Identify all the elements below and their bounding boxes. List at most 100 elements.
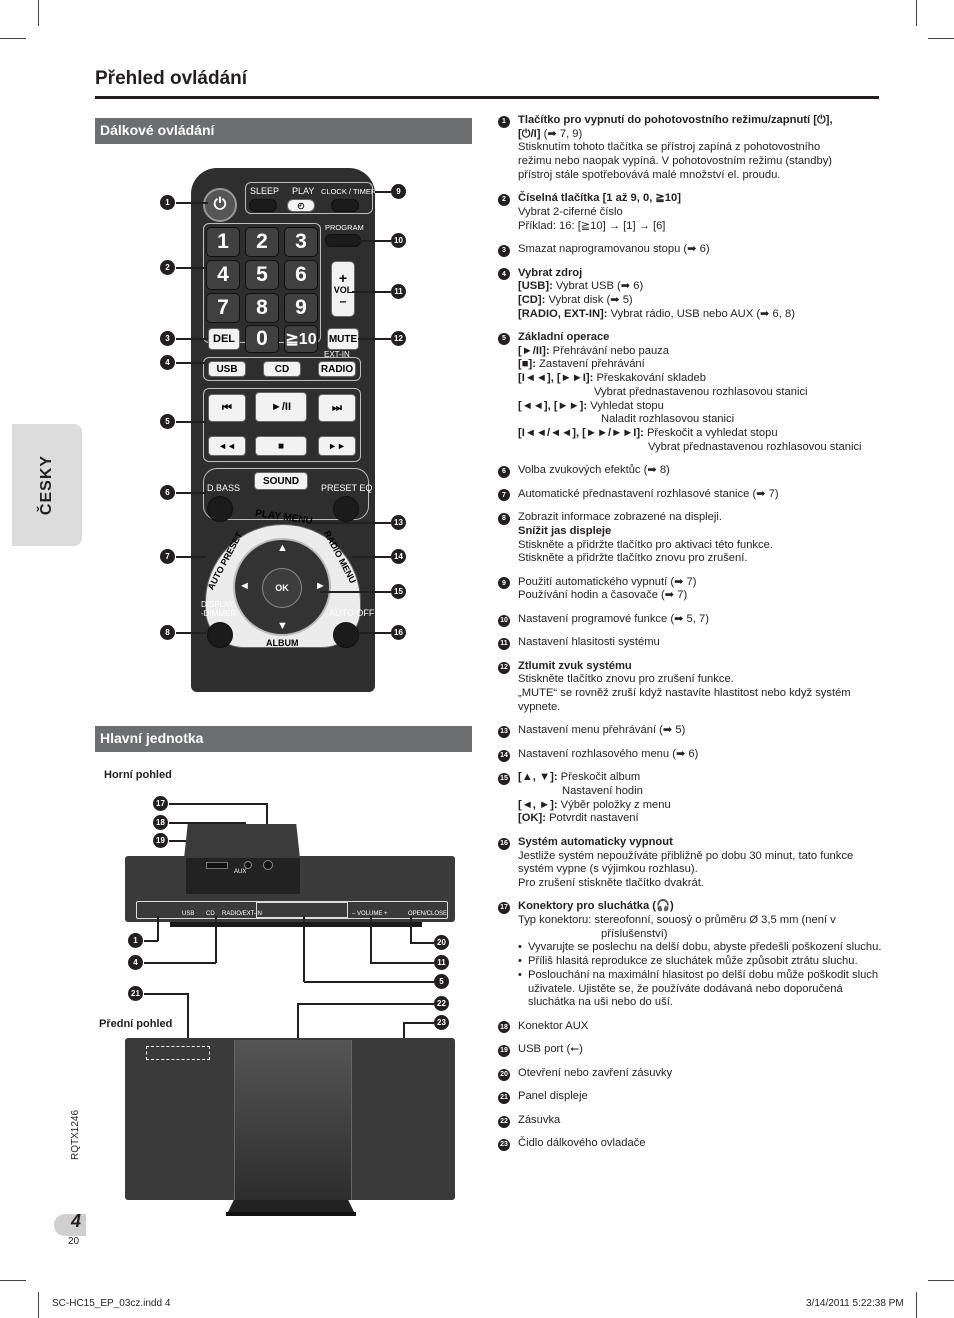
rewind-button[interactable]: ◄◄	[208, 436, 246, 456]
digit-4-button[interactable]: 4	[206, 260, 240, 290]
callout-17: 17	[153, 796, 168, 811]
unit-volume-label: – VOLUME +	[352, 911, 388, 917]
item-line-text: Používání hodin a časovače (➡ 7)	[518, 589, 688, 602]
dbass-button[interactable]	[207, 496, 233, 522]
skip-next-button[interactable]: ⏭	[318, 394, 356, 422]
item-number: 18	[498, 1021, 510, 1034]
stop-button[interactable]: ■	[255, 436, 307, 456]
item-line: Číselná tlačítka [1 až 9, 0, ≧10]	[518, 192, 888, 206]
play-pause-button[interactable]: ►/II	[255, 392, 307, 422]
leader-line	[169, 803, 267, 805]
right-arrow-icon[interactable]: ►	[315, 580, 326, 592]
clock-timer-button[interactable]	[331, 199, 359, 212]
callout-5: 5	[160, 414, 175, 429]
item-line-text: Konektor AUX	[518, 1019, 589, 1032]
program-button[interactable]	[325, 234, 361, 247]
callout-15: 15	[391, 584, 406, 599]
item-line: Zásuvka	[518, 1114, 888, 1128]
item-line-text: Nastavení hodin	[562, 785, 643, 798]
auto-off-button[interactable]	[333, 622, 359, 648]
digit-0-button[interactable]: 0	[245, 325, 279, 353]
item-line-text: Čidlo dálkového ovladače	[518, 1137, 646, 1150]
item-line-bold: [I◄◄], [►►I]:	[518, 372, 594, 385]
leader-line	[404, 1022, 434, 1024]
item-line-bold: Konektory pro sluchátka (🎧)	[518, 900, 674, 913]
leader-line	[403, 1022, 405, 1052]
usb-button[interactable]: USB	[208, 361, 246, 377]
item-number: 12	[498, 661, 510, 674]
item-line-bold: [RADIO, EXT-IN]:	[518, 307, 608, 320]
item-line-bold: [USB]:	[518, 280, 553, 293]
leader-line	[312, 522, 391, 524]
feature-item: 18 Konektor AUX	[498, 1020, 888, 1034]
language-tab: ČESKY	[12, 424, 82, 546]
item-line: Smazat naprogramovanou stopu (➡ 6)	[518, 243, 888, 257]
item-line: [◄, ►]: Výběr položky z menu	[518, 799, 888, 813]
skip-prev-button[interactable]: ⏮	[208, 394, 246, 422]
crop-mark	[0, 1280, 26, 1281]
item-number: 9	[498, 577, 510, 590]
callout-16: 16	[391, 625, 406, 640]
item-line: příslušenství)	[518, 928, 888, 942]
callout-14: 14	[391, 549, 406, 564]
play-label: PLAY	[292, 186, 315, 196]
item-line-text: Nastavení hlasitosti systému	[518, 636, 660, 649]
footer-left: SC-HC15_EP_03cz.indd 4	[52, 1298, 171, 1309]
cd-button[interactable]: CD	[263, 361, 301, 377]
item-line: Systém automaticky vypnout	[518, 836, 888, 850]
digit-6-button[interactable]: 6	[284, 260, 318, 290]
item-line-text: Nastavení menu přehrávání (➡ 5)	[518, 724, 686, 737]
digit-9-button[interactable]: 9	[284, 293, 318, 323]
digit-2-button[interactable]: 2	[245, 227, 279, 257]
preset-eq-button[interactable]	[333, 496, 359, 522]
item-line-bold: Tlačítko pro vypnutí do pohotovostního r…	[518, 114, 833, 126]
digit-5-button[interactable]: 5	[245, 260, 279, 290]
digit-1-button[interactable]: 1	[206, 227, 240, 257]
sound-button[interactable]: SOUND	[254, 472, 308, 490]
leader-line	[298, 1003, 434, 1005]
item-line: Automatické přednastavení rozhlasové sta…	[518, 488, 888, 502]
item-number: 11	[498, 638, 510, 651]
play-timer-button[interactable]: ◴	[287, 199, 315, 212]
leader-line	[410, 916, 412, 943]
callout-19: 19	[153, 833, 168, 848]
digit-8-button[interactable]: 8	[245, 293, 279, 323]
callout-23: 23	[434, 1015, 449, 1030]
preset-eq-label: PRESET EQ	[321, 483, 373, 493]
leader-line	[352, 291, 391, 293]
left-arrow-icon[interactable]: ◄	[239, 580, 250, 592]
digit-7-button[interactable]: 7	[206, 293, 240, 323]
item-line-text: Vybrat rádio, USB nebo AUX (➡ 6, 8)	[607, 307, 795, 320]
item-line: Vybrat přednastavenou rozhlasovou stanic…	[518, 441, 888, 455]
callout-11: 11	[391, 284, 406, 299]
callout-10: 10	[391, 233, 406, 248]
ok-button[interactable]: OK	[262, 568, 302, 608]
item-line-bold: [◄, ►]:	[518, 798, 558, 811]
item-line: Příliš hlasitá reprodukce ze sluchátek m…	[518, 955, 888, 969]
power-button[interactable]: ⏻	[203, 188, 237, 222]
del-button[interactable]: DEL	[208, 328, 240, 350]
item-line-text: Přeskočit album	[557, 771, 641, 784]
down-arrow-icon[interactable]: ▼	[277, 620, 288, 632]
sleep-button[interactable]	[249, 199, 277, 212]
ten-plus-button[interactable]: ≧10	[284, 325, 318, 353]
aux-jack	[244, 861, 252, 869]
digit-3-button[interactable]: 3	[284, 227, 318, 257]
fast-forward-button[interactable]: ►►	[318, 436, 356, 456]
display-dimmer-button[interactable]	[207, 622, 233, 648]
item-line: [⏻/I] (➡ 7, 9)	[518, 128, 888, 142]
item-number: 20	[498, 1068, 510, 1081]
item-line: [▲, ▼]: Přeskočit album	[518, 771, 888, 785]
item-line-bold: [I◄◄/◄◄], [►►/►►I]:	[518, 426, 644, 439]
item-line: Stisknutím tohoto tlačítka se přístroj z…	[518, 141, 888, 155]
up-arrow-icon[interactable]: ▲	[277, 542, 288, 554]
radio-button[interactable]: RADIO	[318, 361, 356, 377]
leader-line	[187, 993, 189, 1047]
volume-rocker[interactable]: + VOL –	[331, 261, 355, 317]
skip-next-icon: ⏭	[332, 401, 342, 414]
mute-button[interactable]: MUTE	[327, 328, 359, 350]
